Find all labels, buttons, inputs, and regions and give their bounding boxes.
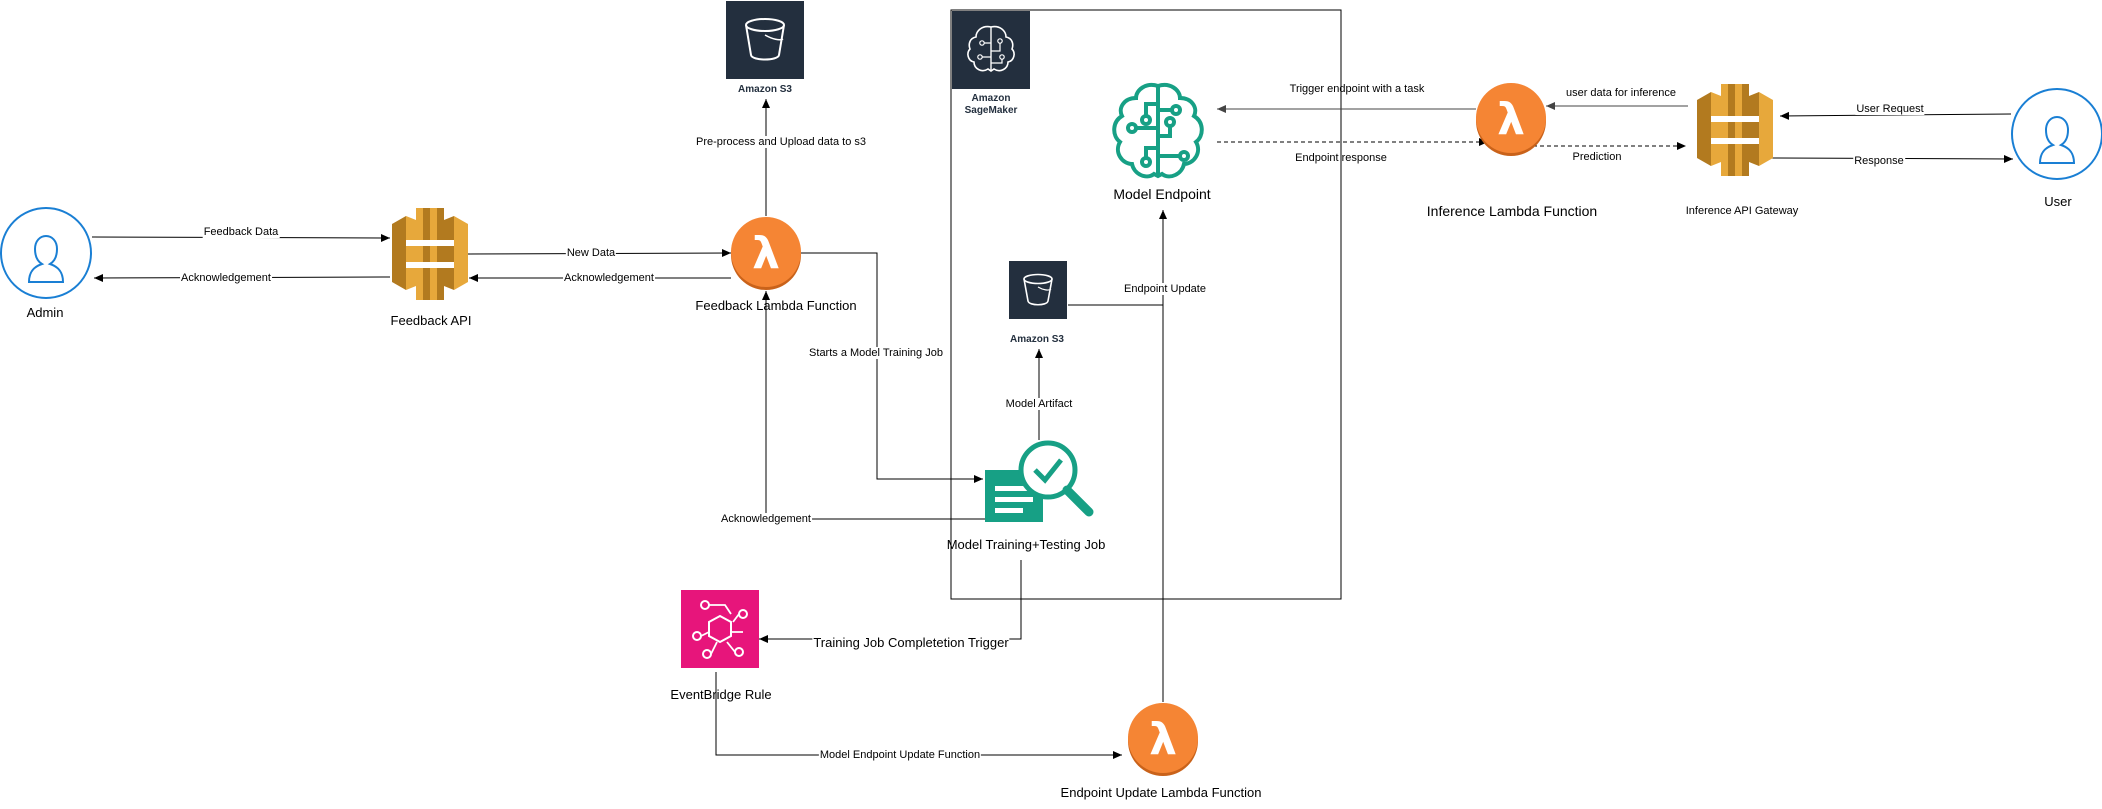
- edge-label-preprocess: Pre-process and Upload data to s3: [695, 136, 867, 148]
- user-icon: [0, 207, 92, 299]
- sagemaker-container: [950, 9, 1342, 600]
- admin-label: Admin: [26, 305, 64, 320]
- edge-label-start-training: Starts a Model Training Job: [808, 347, 944, 359]
- edge-label-endpoint-response: Endpoint response: [1295, 152, 1387, 164]
- user-icon: [2011, 88, 2102, 180]
- edge-label-new-data: New Data: [565, 247, 617, 259]
- sagemaker-icon: [952, 11, 1030, 89]
- edge-label-response: Response: [1853, 155, 1905, 167]
- inference-lambda-label: Inference Lambda Function: [1426, 203, 1598, 219]
- inference-api-label: Inference API Gateway: [1685, 205, 1799, 217]
- svg-text:λ: λ: [1149, 714, 1177, 765]
- edge-user-request: [1779, 111, 2012, 120]
- sagemaker-label-line1: Amazon: [971, 93, 1011, 104]
- lambda-icon: λ: [1476, 83, 1546, 156]
- edge-label-ack-api: Acknowledgement: [563, 272, 655, 284]
- eventbridge-label: EventBridge Rule: [670, 687, 772, 702]
- edge-label-ack-admin: Acknowledgement: [180, 272, 272, 284]
- api-gateway-icon: [1697, 84, 1773, 176]
- model-endpoint-label: Model Endpoint: [1113, 186, 1211, 202]
- edge-label-update-function: Model Endpoint Update Function: [818, 749, 982, 761]
- edge-label-user-data: user data for inference: [1565, 87, 1677, 99]
- api-gateway-icon: [392, 208, 468, 300]
- s3-top-label: Amazon S3: [738, 84, 792, 95]
- s3-bucket-icon: [726, 1, 804, 79]
- edge-label-feedback-data: Feedback Data: [202, 226, 280, 238]
- training-job-icon: [985, 440, 1094, 522]
- lambda-icon: λ: [731, 217, 801, 290]
- edge-label-prediction: Prediction: [1572, 151, 1622, 163]
- user-label: User: [2044, 194, 2072, 209]
- s3-bucket-icon: [1009, 261, 1067, 319]
- edge-label-trigger-endpoint: Trigger endpoint with a task: [1289, 83, 1425, 95]
- edge-label-model-artifact: Model Artifact: [1004, 398, 1074, 410]
- brain-circuit-icon: [1112, 83, 1204, 179]
- training-job-label: Model Training+Testing Job: [946, 537, 1106, 552]
- svg-text:λ: λ: [752, 228, 780, 279]
- sagemaker-label-line2: SageMaker: [964, 105, 1018, 116]
- eventbridge-icon: [681, 590, 759, 668]
- feedback-lambda-label: Feedback Lambda Function: [695, 298, 857, 313]
- edge-start-training: [798, 252, 983, 483]
- edge-label-completion-trigger: Training Job Completetion Trigger: [812, 635, 1010, 650]
- s3-inner-label: Amazon S3: [1010, 334, 1064, 345]
- endpoint-update-lambda-label: Endpoint Update Lambda Function: [1060, 785, 1262, 800]
- svg-text:λ: λ: [1497, 94, 1525, 145]
- edge-update-function: [715, 672, 1122, 759]
- edge-ack-training: [762, 291, 985, 520]
- lambda-icon: λ: [1128, 703, 1198, 776]
- feedback-api-label: Feedback API: [390, 313, 472, 328]
- edge-label-endpoint-update: Endpoint Update: [1123, 283, 1207, 295]
- edge-label-ack-training: Acknowledgement: [720, 513, 812, 525]
- edge-label-user-request: User Request: [1855, 103, 1925, 115]
